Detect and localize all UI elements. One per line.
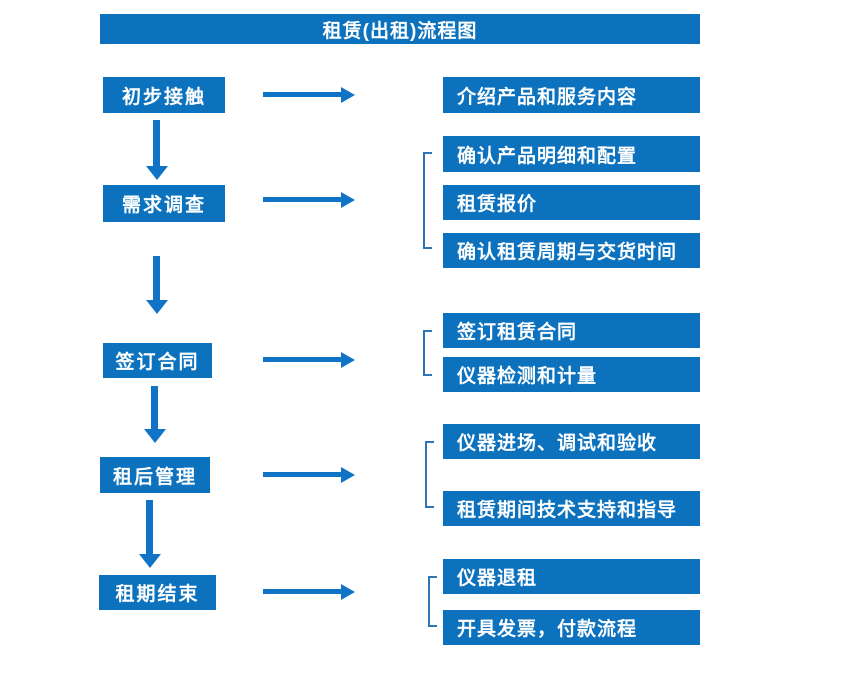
group-bracket-post-rental (425, 441, 434, 508)
down-arrow-1 (146, 120, 168, 180)
right-arrow-3 (263, 352, 355, 368)
detail-box-rental-quote: 租赁报价 (443, 185, 700, 220)
detail-box-instrument-return: 仪器退租 (443, 559, 700, 594)
right-arrow-2 (263, 192, 355, 208)
detail-box-tech-support: 租赁期间技术支持和指导 (443, 491, 700, 526)
stage-box-initial-contact: 初步接触 (103, 77, 225, 113)
down-arrow-3 (144, 386, 166, 443)
stage-box-sign-contract: 签订合同 (103, 343, 212, 378)
stage-box-post-rental-management: 租后管理 (100, 457, 210, 493)
detail-box-confirm-product-details: 确认产品明细和配置 (443, 136, 700, 172)
detail-box-invoice-payment: 开具发票，付款流程 (443, 610, 700, 645)
stage-box-demand-survey: 需求调查 (103, 185, 225, 222)
detail-box-instrument-testing: 仪器检测和计量 (443, 357, 700, 392)
stage-box-lease-end: 租期结束 (99, 575, 216, 610)
down-arrow-2 (146, 256, 168, 314)
right-arrow-1 (263, 87, 355, 103)
title-bar: 租赁(出租)流程图 (100, 14, 700, 44)
detail-box-instrument-setup-acceptance: 仪器进场、调试和验收 (443, 424, 700, 459)
detail-box-confirm-period-delivery: 确认租赁周期与交货时间 (443, 233, 700, 268)
group-bracket-lease-end (428, 576, 437, 627)
right-arrow-4 (263, 467, 355, 483)
down-arrow-4 (139, 500, 161, 568)
group-bracket-demand-survey (423, 152, 432, 249)
detail-box-introduce-products: 介绍产品和服务内容 (443, 77, 700, 113)
group-bracket-sign-contract (423, 330, 432, 376)
right-arrow-5 (263, 584, 355, 600)
page-title: 租赁(出租)流程图 (322, 20, 478, 42)
detail-box-sign-rental-contract: 签订租赁合同 (443, 313, 700, 348)
